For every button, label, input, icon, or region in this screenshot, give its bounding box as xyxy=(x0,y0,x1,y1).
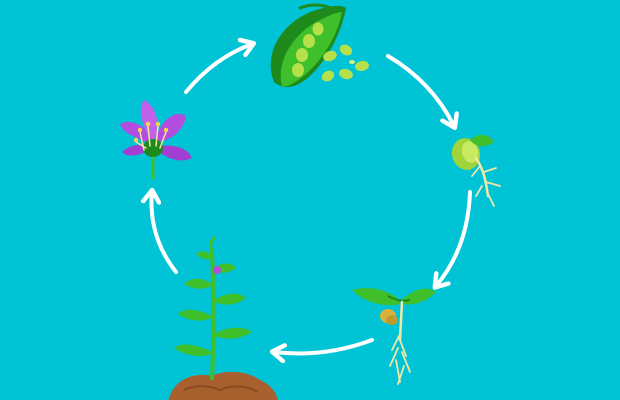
arrow-germinating-seed-to-seedling xyxy=(436,190,472,286)
cycle-arrows xyxy=(152,44,472,354)
pea-pod-with-seeds-icon xyxy=(270,3,369,88)
germinating-seed-icon xyxy=(451,134,501,207)
arrow-young-plant-to-flower xyxy=(152,192,178,274)
seedling-icon xyxy=(352,288,436,385)
flower-icon xyxy=(120,100,192,180)
arrow-pod-to-germinating-seed xyxy=(386,54,454,126)
arrow-flower-to-pod xyxy=(184,44,252,94)
arrow-seedling-to-young-plant xyxy=(274,338,374,354)
young-plant-icon xyxy=(168,236,278,400)
